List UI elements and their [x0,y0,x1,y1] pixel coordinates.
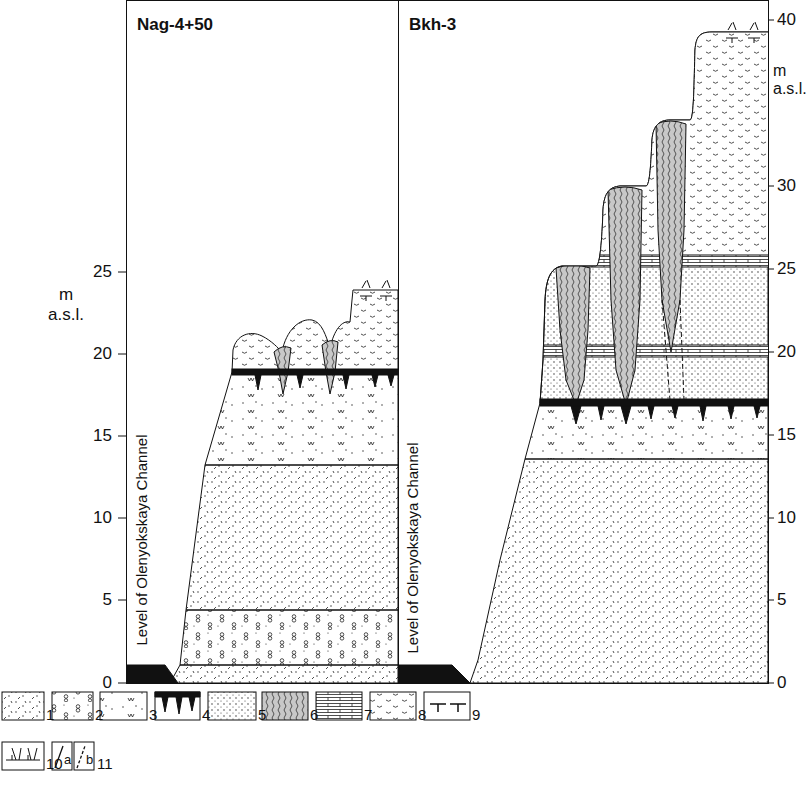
legend-number: 8 [418,706,426,723]
legend-samples [208,692,256,720]
legend-samples [424,692,470,720]
legend-number: 2 [95,706,103,723]
vegetation-symbol [728,22,758,30]
layer-3 [205,372,398,465]
layer-1 [170,665,398,683]
left-section [127,280,398,683]
legend-samples [370,692,416,720]
legend-samples [430,704,466,712]
legend-number: 1 [46,706,54,723]
vegetation-symbol [362,280,390,288]
surface-outline [540,32,768,403]
ice-wedge [322,341,338,394]
legend-samples [74,742,94,770]
peat-layer [232,369,398,375]
panel-title: Nag-4+50 [137,15,213,35]
legend-samples [2,692,44,720]
legend-number: 9 [472,706,480,723]
axis-tick-label: 5 [777,590,786,610]
legend-number: 5 [258,706,266,723]
legend-number: 11 [97,755,113,772]
axis-tick-label: 20 [93,344,112,364]
section-panel: Bkh-3 [398,0,769,684]
legend-number: 4 [202,706,210,723]
ice-wedge [656,121,686,352]
legend-number: 3 [149,706,157,723]
legend-samples [155,692,200,720]
axis-tick-label: 40 [777,10,796,30]
axis-tick-label: 20 [777,342,796,362]
legend-samples [2,742,44,770]
channel-level-label: Level of Olenyokskaya Channel [404,443,421,654]
peat-wedges [255,375,394,390]
legend-samples [6,748,40,760]
axis-tick-label: 0 [777,673,786,693]
legend-number: 7 [364,706,372,723]
ice-wedge [608,187,642,405]
axis-tick-label: 25 [93,262,112,282]
peat-wedges [571,406,760,424]
axis-tick-label: 10 [93,508,112,528]
layer-1 [186,465,398,610]
soil-symbol [360,296,392,301]
layer-8 [530,0,770,255]
legend-samples [52,692,93,720]
legend-samples [262,692,308,720]
axis-tick-label: 5 [103,590,112,610]
peat-layer [540,399,768,406]
channel-level-label: Level of Olenyokskaya Channel [133,435,150,646]
layer-2 [180,610,398,665]
legend-samples [155,692,200,714]
axis-ticks [118,272,126,683]
layer-8 [232,290,398,372]
axis-tick-label: 15 [777,425,796,445]
legend-samples [100,692,147,720]
channel-water [127,665,178,683]
right-section [399,0,770,683]
layer-1 [470,459,768,683]
axis-tick-label: 30 [777,176,796,196]
axis-tick-label: 0 [103,673,112,693]
legend-number: b [86,753,93,768]
axis-unit: m a.s.l. [42,285,90,324]
legend-number: 6 [310,706,318,723]
legend-samples [2,692,470,770]
axis-tick-label: 25 [777,259,796,279]
panel-title: Bkh-3 [409,15,456,35]
axis-tick-label: 10 [777,508,796,528]
layer-7 [530,255,770,267]
legend-samples [316,692,362,720]
upper-layers [530,0,770,405]
channel-water [399,665,470,683]
axis-ticks [118,20,774,683]
ice-wedge [556,265,590,405]
legend-number: 10 [46,755,63,772]
axis-tick-label: 15 [93,426,112,446]
inferred-wedge [662,300,684,400]
legend-number: a [64,753,71,768]
layer-3 [525,403,768,459]
legend-samples [77,746,85,768]
section-panel: Nag-4+50 [126,0,399,684]
axis-unit: m a.s.l. [773,62,810,99]
soil-symbol [726,38,760,43]
